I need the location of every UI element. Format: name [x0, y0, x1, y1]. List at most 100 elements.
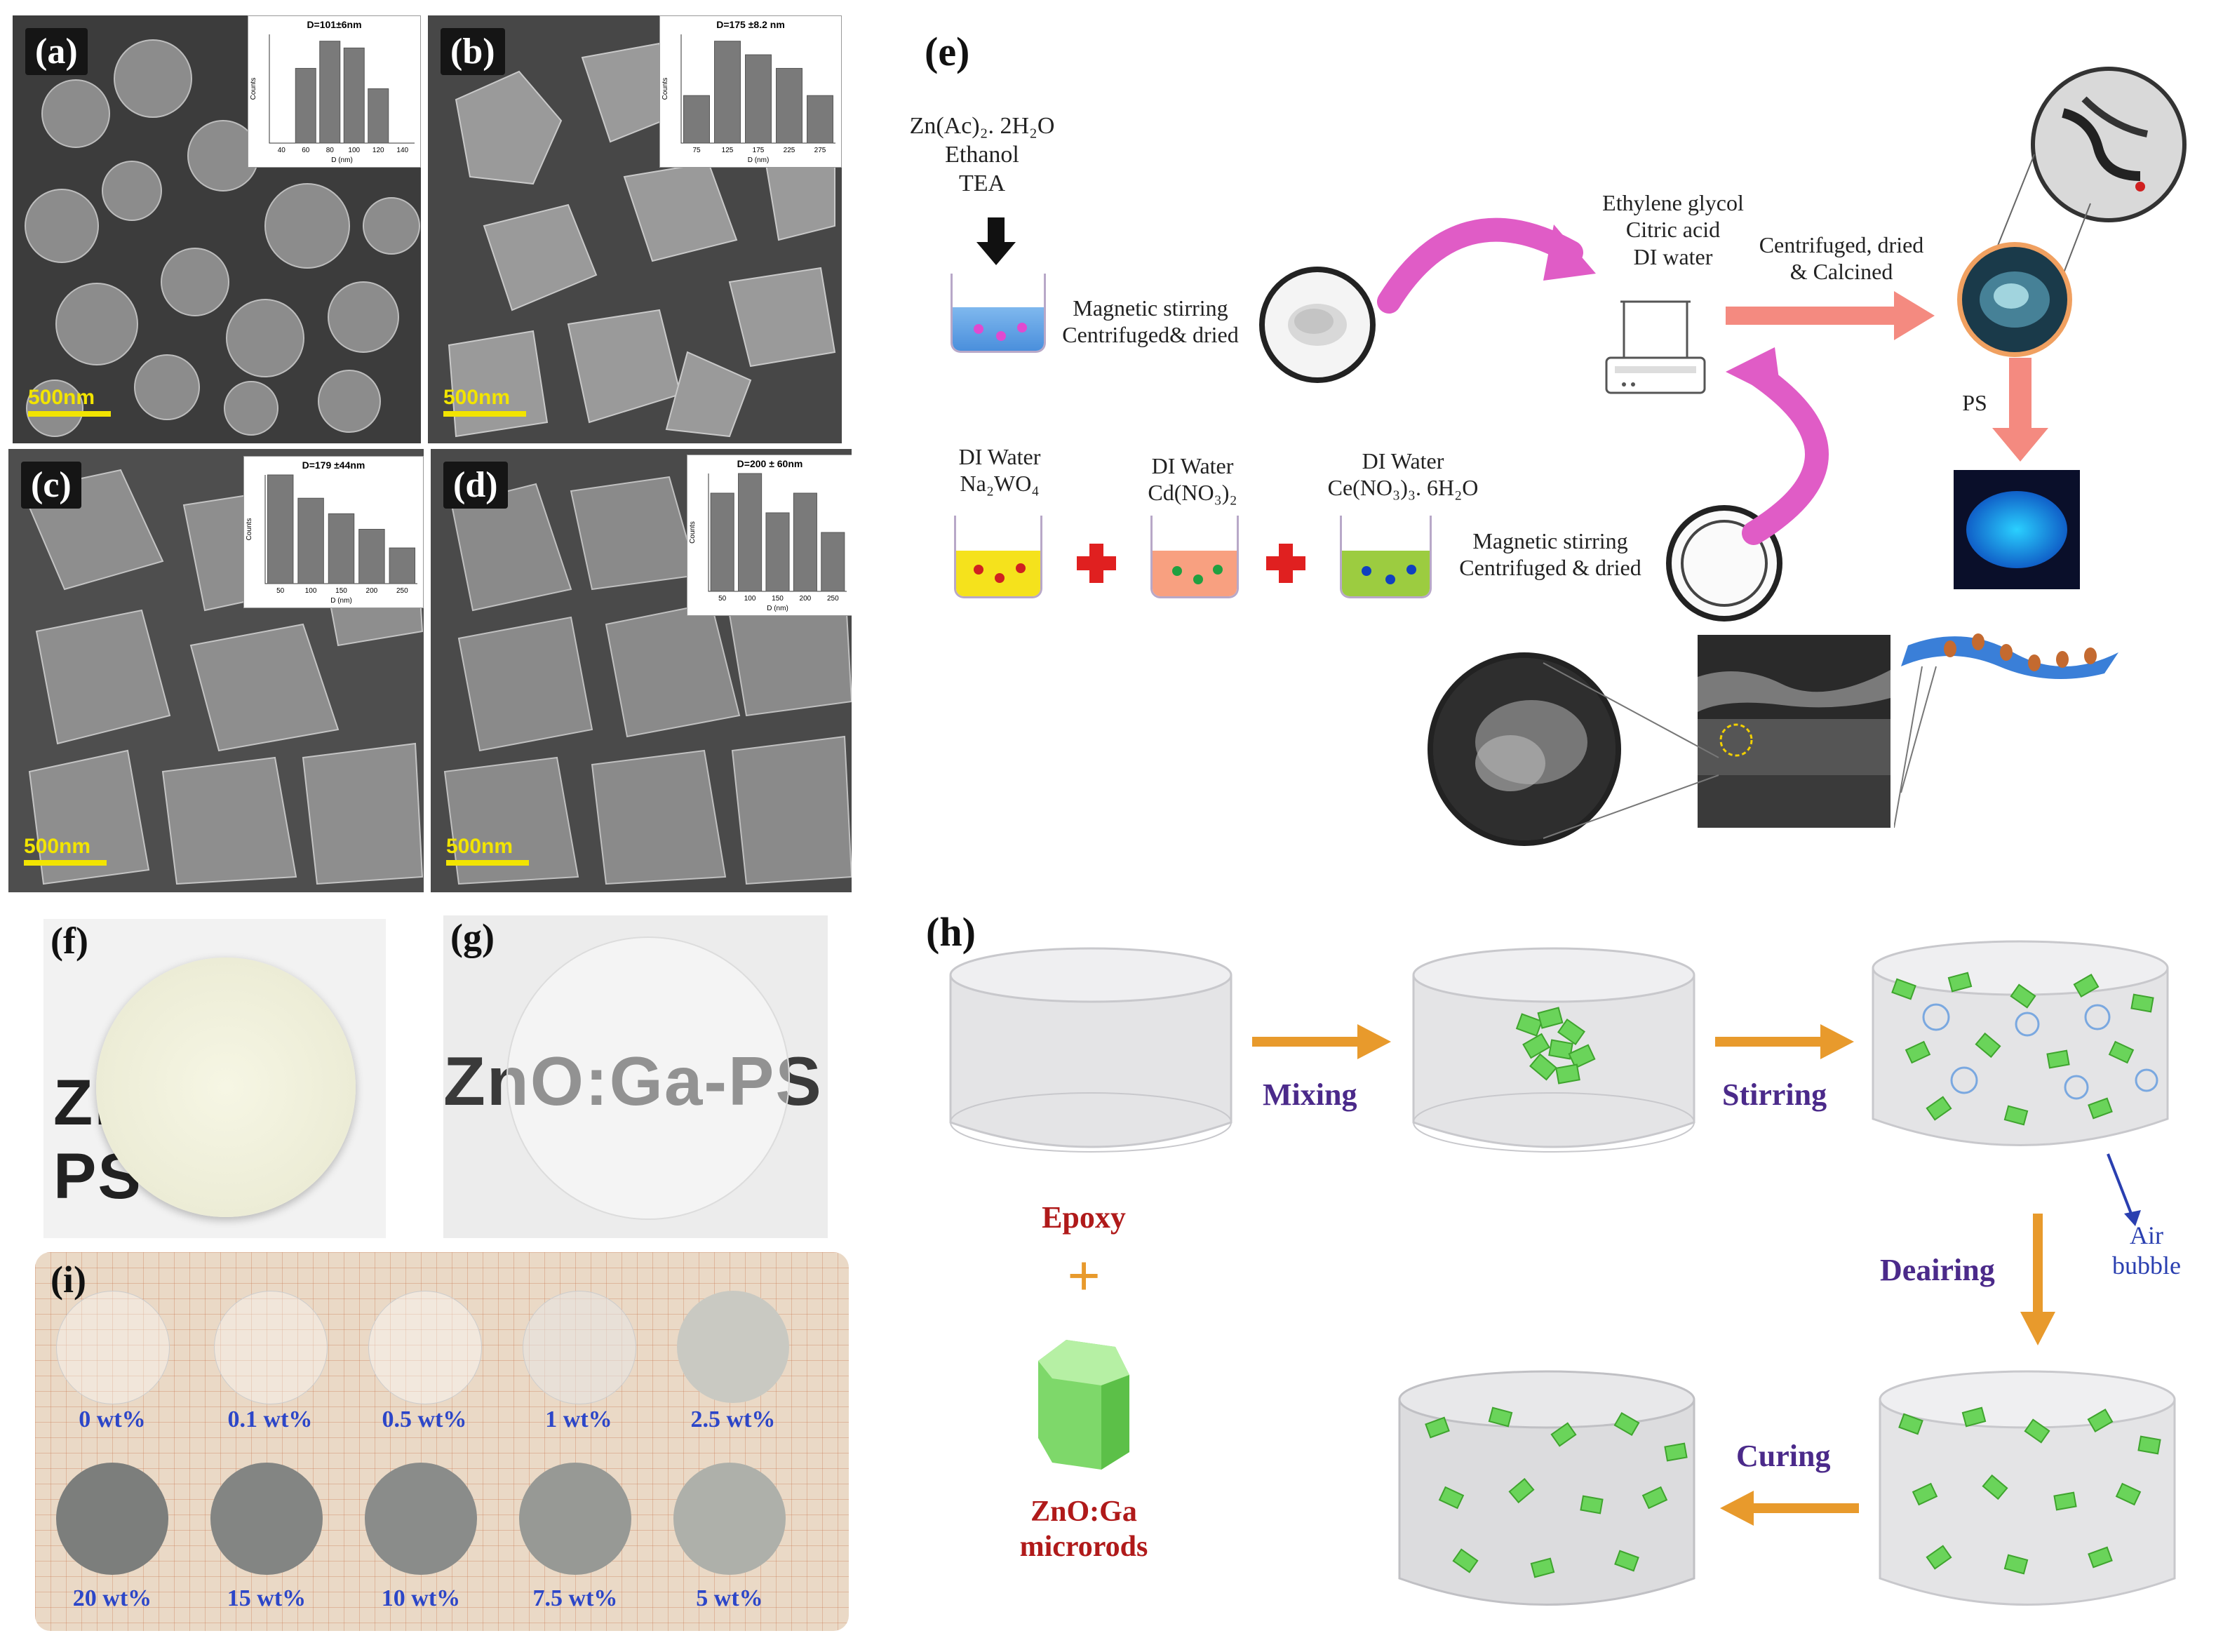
- histogram-bar: [267, 474, 294, 584]
- air-bubble-pointer: [2107, 1153, 2141, 1226]
- panel-label-h: (h): [926, 909, 976, 955]
- histogram-xtick: 100: [305, 587, 317, 595]
- cross-section-sem: [1698, 635, 1890, 828]
- histogram-xtick: 200: [366, 587, 378, 595]
- scale-line-d: [446, 860, 529, 866]
- histogram-bar: [358, 529, 385, 584]
- scale-bar-a: 500nm: [28, 386, 111, 417]
- mixing-label: Mixing: [1263, 1077, 1357, 1112]
- zno-label: ZnO:Ga microrods: [996, 1494, 1171, 1565]
- stirring-label: Stirring: [1722, 1077, 1827, 1112]
- beaker-label-2: DI Water Cd(NO₃)₂: [1122, 452, 1263, 506]
- beaker-liquid: [953, 307, 1044, 351]
- arrow-mixing-icon: [1252, 1024, 1391, 1059]
- curved-arrow-top-icon: [1377, 217, 1596, 314]
- curved-arrow-bottom-icon: [1726, 347, 1829, 545]
- scale-bar-d: 500nm: [446, 835, 529, 866]
- stirred-container: [1872, 940, 2169, 1146]
- step-2-text: Centrifuged, dried & Calcined: [1736, 231, 1947, 286]
- histogram-xlabel: D (nm): [748, 156, 770, 164]
- down-arrow-icon: [976, 217, 1016, 265]
- sample-disk-1: [523, 1291, 636, 1404]
- histogram-bar: [745, 54, 772, 144]
- hotplate-stirrer-icon: [1605, 300, 1706, 394]
- sample-disk-7-5: [519, 1463, 631, 1575]
- panel-label-c: (c): [21, 462, 81, 509]
- zno-label-line1: ZnO:Ga: [1030, 1496, 1137, 1528]
- scale-bar-b: 500nm: [443, 386, 526, 417]
- beaker3-line2: Ce(NO₃)₃. 6H₂O: [1327, 475, 1479, 501]
- reagent-tea: TEA: [958, 170, 1006, 196]
- step1-line2: Centrifuged& dried: [1062, 322, 1239, 348]
- scale-line-c: [24, 860, 107, 866]
- histogram-bar: [738, 473, 763, 592]
- air-bubble-line1: Air: [2130, 1221, 2163, 1249]
- sample-disk-20: [56, 1463, 168, 1575]
- scale-text-a: 500nm: [28, 386, 95, 409]
- histogram-bar: [776, 67, 802, 144]
- histogram-xtick: 250: [827, 595, 839, 603]
- histogram-bar: [793, 492, 817, 592]
- plus-icon-1: [1077, 544, 1116, 583]
- wt-label-20: 20 wt%: [72, 1585, 152, 1611]
- reagent-ethanol: Ethanol: [945, 141, 1019, 168]
- histogram-xtick: 75: [692, 147, 701, 154]
- arrow-curing-icon: [1720, 1491, 1859, 1526]
- histogram-bar: [807, 95, 833, 144]
- histogram-xtick: 150: [772, 595, 784, 603]
- histogram-xtick: 200: [800, 595, 812, 603]
- scale-line-a: [28, 411, 111, 417]
- histogram-ylabel: Counts: [246, 518, 253, 541]
- scale-text-c: 500nm: [24, 835, 91, 858]
- wt-label-1: 1 wt%: [545, 1406, 612, 1432]
- down-arrow-salmon-icon: [1992, 358, 2048, 462]
- histogram-xtick: 225: [784, 147, 795, 154]
- photo-panel-f: (f) ZnO:Ga-PS: [43, 919, 386, 1238]
- scale-text-b: 500nm: [443, 386, 511, 409]
- sample-disk-2-5: [677, 1291, 789, 1403]
- beaker-label-3: DI Water Ce(NO₃)₃. 6H₂O: [1305, 448, 1501, 502]
- histogram-bar: [821, 532, 845, 592]
- calcined-powder-circle: [1957, 242, 2072, 357]
- arrow-stirring-icon: [1715, 1024, 1854, 1059]
- wt-label-2-5: 2.5 wt%: [690, 1406, 776, 1432]
- histogram-bar: [368, 88, 389, 144]
- wt-label-15: 15 wt%: [227, 1585, 307, 1611]
- histogram-xlabel: D (nm): [767, 605, 788, 612]
- histogram-bar: [389, 547, 416, 584]
- panel-label-b: (b): [441, 28, 505, 75]
- panel-label-i: (i): [51, 1258, 86, 1301]
- reagent-di-water: DI water: [1633, 243, 1713, 269]
- beaker-na2wo4: [954, 516, 1042, 598]
- inset-title-d: D=200 ± 60nm: [737, 458, 803, 469]
- beaker1-line2: Na₂WO₄: [960, 471, 1040, 497]
- histogram-bar: [297, 497, 324, 584]
- beaker-cd-no3: [1150, 516, 1239, 598]
- empty-container: [949, 947, 1233, 1153]
- beaker-zn: [951, 274, 1046, 353]
- histogram-bar: [710, 492, 734, 592]
- epoxy-label: Epoxy: [1042, 1200, 1126, 1235]
- reagent-zn-ac: Zn(Ac)₂. 2H₂O: [909, 113, 1055, 139]
- histogram-xtick: 175: [753, 147, 765, 154]
- ps-label: PS: [1962, 390, 1987, 415]
- wt-label-5: 5 wt%: [696, 1585, 763, 1611]
- histogram-xtick: 100: [744, 595, 756, 603]
- tem-circle: [2031, 67, 2187, 222]
- wt-label-10: 10 wt%: [381, 1585, 461, 1611]
- step2-line1: Centrifuged, dried: [1759, 232, 1924, 257]
- cross-section-zoom-circle: [1428, 652, 1621, 846]
- histogram-xlabel: D (nm): [331, 156, 353, 164]
- photo-panel-g: (g) ZnO:Ga-PS: [443, 915, 828, 1238]
- right-arrow-salmon-icon: [1726, 291, 1935, 340]
- sample-disk-0: [56, 1291, 170, 1404]
- flexible-film-icon: [1894, 633, 2118, 828]
- histogram-xtick: 125: [722, 147, 734, 154]
